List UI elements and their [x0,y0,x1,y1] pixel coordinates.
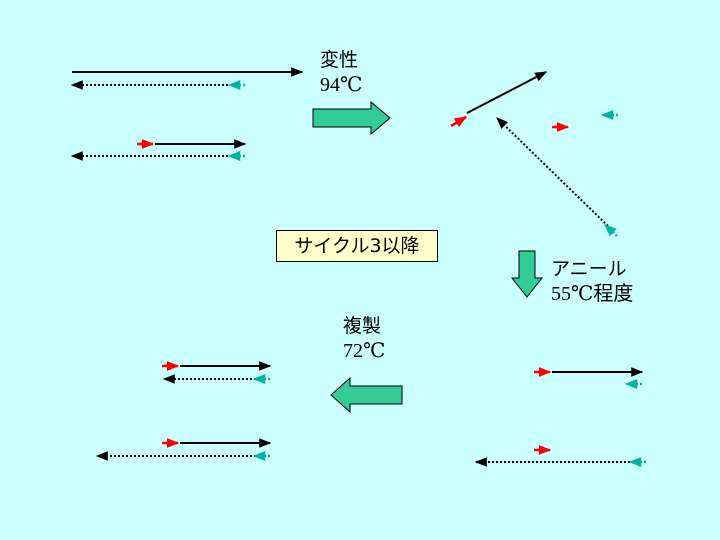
cycle-label: サイクル3以降 [276,230,438,262]
extend-arrow-icon [330,376,403,414]
reverse-primer [604,224,618,237]
extend-label: 複製 72℃ [343,315,386,362]
denature-label: 変性 94℃ [320,49,363,96]
denature-arrow-icon [312,100,391,136]
product-short [162,361,272,384]
annealed-top [534,367,644,389]
top-strand-separated [466,71,548,114]
bottom-strand-separated [496,117,609,227]
dsdna-short [70,139,247,161]
anneal-label: アニール 55℃程度 [551,258,634,305]
dsdna-long [70,67,304,90]
product-long [95,438,272,461]
forward-primer [450,115,468,128]
anneal-arrow-icon [510,250,544,298]
annealed-bottom [474,445,646,467]
separated-strands [450,71,618,237]
